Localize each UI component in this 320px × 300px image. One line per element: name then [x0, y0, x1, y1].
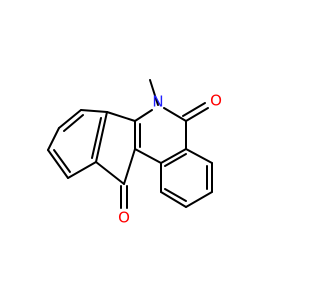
nitrogen-atom-label: N	[152, 93, 163, 111]
bond-c6b-c10b	[95, 111, 108, 163]
bond-c6a-n	[134, 109, 153, 122]
bond-skeleton	[47, 79, 213, 209]
bond-ring-r6-inner	[164, 153, 187, 167]
bond-ring-l2	[58, 109, 82, 129]
bond-c5-o-top-1	[185, 107, 209, 122]
bond-ring-l6-inner	[91, 117, 102, 159]
molecule-structure: N O O	[47, 79, 222, 227]
bond-c10a-c11	[123, 148, 136, 185]
bond-ring-l3	[47, 127, 60, 151]
oxygen-top-atom-label: O	[210, 92, 222, 110]
oxygen-bottom-atom-label: O	[118, 209, 130, 227]
bond-ring-l1	[80, 109, 108, 113]
bond-ring-l4-inner	[53, 149, 71, 173]
bond-ring-r3	[185, 191, 213, 208]
bond-ring-r4	[160, 191, 187, 208]
bond-ring-l5	[67, 161, 97, 179]
bond-n-c5	[163, 107, 187, 122]
bond-n-methyl	[149, 79, 159, 106]
bond-c5-o-top-2	[182, 102, 206, 117]
bond-ring-l2-inner	[63, 114, 84, 132]
bond-c4b-c10a	[134, 148, 162, 164]
bond-ring-r4-inner	[164, 188, 187, 202]
bond-ring-l4	[47, 149, 69, 179]
bond-c6a-c6b	[106, 111, 136, 122]
bond-ring-r6	[160, 148, 187, 164]
bond-ring-r1	[185, 148, 213, 164]
bond-c11-c10b	[95, 161, 125, 185]
